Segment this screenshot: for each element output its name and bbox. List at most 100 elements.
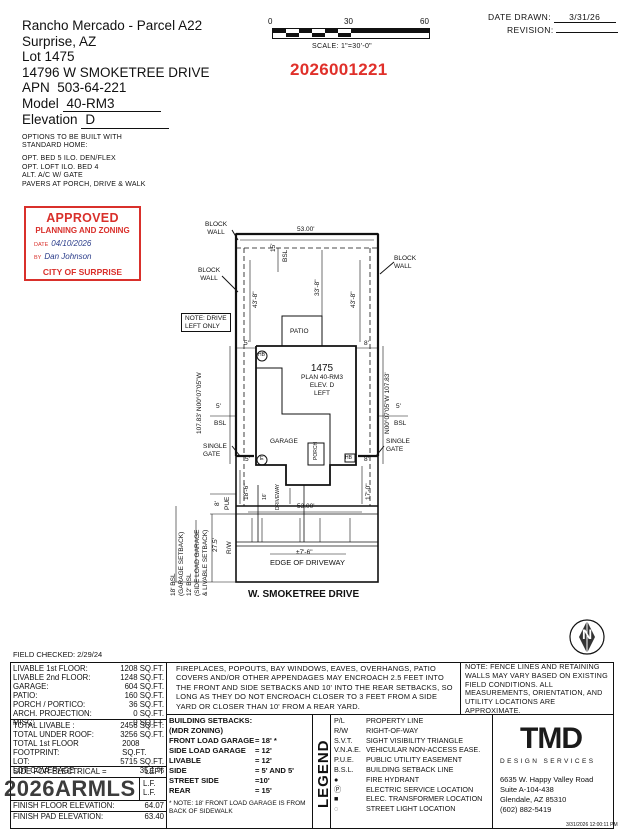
transformer-icon: ■ <box>334 794 339 804</box>
watermark: 2026ARMLS <box>4 776 136 801</box>
legend-item: ◌STREET LIGHT LOCATION <box>334 804 456 814</box>
dim-33-8: 33'-8" <box>314 279 321 296</box>
total-row: LOT:5715 SQ.FT. <box>13 757 164 766</box>
dim-18-6: 18'-6" <box>243 483 250 500</box>
side-5-left-bot: 5' <box>245 456 250 463</box>
edge-driveway: EDGE OF DRIVEWAY <box>270 558 346 567</box>
side-8-right-bot: 8' <box>364 456 369 463</box>
bsl-right: BSL <box>394 420 407 427</box>
total-row: TOTAL 1st FLOOR FOOTPRINT:2008 SQ.FT. <box>13 739 147 757</box>
setbacks-block: BUILDING SETBACKS: (MDR ZONING) FRONT LO… <box>169 716 309 816</box>
north-arrow-icon <box>569 619 605 655</box>
partial-rows: L.F. L.F. <box>143 779 156 797</box>
project-header: Rancho Mercado - Parcel A22 Surprise, AZ… <box>22 18 210 189</box>
setback-row: STREET SIDE=10' <box>169 776 270 785</box>
driveway-label: DRIVEWAY <box>275 483 281 510</box>
porch-label: PORCH <box>313 441 319 460</box>
setback-row: SIDE LOAD GARAGE= 12' <box>169 746 272 755</box>
project-name: Rancho Mercado - Parcel A22 <box>22 18 203 33</box>
area-row: PATIO:160 SQ.FT. <box>13 691 164 700</box>
right-bearing: N00°07'05"W 107.83' <box>384 372 391 434</box>
company-address: 6635 W. Happy Valley Road Suite A-104-43… <box>500 775 594 814</box>
bsl-18-label: 18' BSL(GARAGE SETBACK) <box>170 531 185 596</box>
street-name: W. SMOKETREE DRIVE <box>248 589 360 600</box>
totals-table: TOTAL LIVABLE :2456 SQ.FT. TOTAL UNDER R… <box>13 721 164 775</box>
garage-label: GARAGE <box>270 438 298 445</box>
dim-top: 53.00' <box>297 226 315 233</box>
setback-row: FRONT LOAD GARAGE= 18' * <box>169 736 277 745</box>
bsl-left: BSL <box>214 420 227 427</box>
dim-16: 16' <box>262 493 268 500</box>
elevation-row: Elevation D <box>22 112 210 129</box>
area-row: MISC:0 SQ.FT. <box>13 718 164 727</box>
ac-unit <box>344 453 356 463</box>
dim-43-8-left: 43'-8" <box>252 291 259 308</box>
north-label: N <box>582 626 593 642</box>
rear-15: 15' <box>270 243 277 252</box>
porch-outline <box>307 442 325 466</box>
date-block: DATE DRAWN: 3/31/26 REVISION: <box>488 12 619 35</box>
side-5-right: 5' <box>396 403 401 410</box>
finish-pad-row: FINISH PAD ELEVATION:63.40 <box>13 812 164 821</box>
field-checked: FIELD CHECKED: 2/29/24 <box>13 650 103 659</box>
area-row: LIVABLE 1st FLOOR:1208 SQ.FT. <box>13 664 164 673</box>
dim-bottom: 53.00' <box>297 503 315 510</box>
rw-label: R/W <box>226 541 233 554</box>
house-label: 1475 PLAN 40-RM3 ELEV. D LEFT <box>301 363 343 398</box>
area-row: GARAGE:604 SQ.FT. <box>13 682 164 691</box>
fire-hydrant-icon: ● <box>334 774 339 784</box>
patio-outline <box>281 315 323 346</box>
legend-title: LEGEND <box>315 739 332 808</box>
legend-item: V.N.A.E.VEHICULAR NON-ACCESS EASE. <box>334 745 481 755</box>
ac-label: HB <box>345 455 352 461</box>
total-row: LOT COVERAGE :35.1 % <box>13 766 164 775</box>
area-row: LIVABLE 2nd FLOOR:1248 SQ.FT. <box>13 673 164 682</box>
total-row: TOTAL LIVABLE :2456 SQ.FT. <box>13 721 164 730</box>
bsl-12-label: 12' BSL(SIDE LOAD GARAGE& LIVABLE SETBAC… <box>186 529 209 596</box>
electric-row: SIDE FOR ELECTRICAL =LEFT <box>13 767 164 776</box>
legend-item: P.U.E.PUBLIC UTILITY EASEMENT <box>334 755 463 765</box>
house-outline <box>255 345 357 486</box>
print-timestamp: 3/31/2026 12:00:11 PM <box>566 822 618 828</box>
pue-label: PUE <box>224 496 231 510</box>
apn-row: APN 503-64-221 <box>22 80 127 95</box>
dim-17-0: 17'-0" <box>365 483 372 500</box>
hb-label: HB <box>258 352 265 358</box>
e-label: E <box>260 456 264 462</box>
legend-item: ■ELEC. TRANSFORMER LOCATION <box>334 794 483 804</box>
electric-service-icon: Ⓟ <box>334 784 342 794</box>
total-row: TOTAL UNDER ROOF:3256 SQ.FT. <box>13 730 164 739</box>
fence-note: NOTE: FENCE LINES AND RETAINING WALLS MA… <box>465 662 608 715</box>
rw-27-5: 27.5' <box>212 538 219 552</box>
setback-row: REAR= 15' <box>169 786 272 795</box>
left-bearing: 107.83' N00°07'05"W <box>196 372 203 434</box>
pue-8: 8' <box>214 501 221 506</box>
scale-bar <box>272 28 430 39</box>
permit-number: 2026001221 <box>290 60 388 79</box>
lot-number: Lot 1475 <box>22 49 75 64</box>
dim-7-6: ±7'-6" <box>296 549 313 556</box>
fireplace-note: FIREPLACES, POPOUTS, BAY WINDOWS, EAVES,… <box>176 664 453 711</box>
finish-floor-row: FINISH FLOOR ELEVATION:64.07 <box>13 801 164 810</box>
setback-row: LIVABLE= 12' <box>169 756 272 765</box>
side-8-right-top: 8' <box>364 340 369 347</box>
side-5-left: 5' <box>216 403 221 410</box>
scale-text: SCALE: 1"=30'-0" <box>312 43 372 50</box>
dim-43-8-right: 43'-8" <box>350 291 357 308</box>
area-table: LIVABLE 1st FLOOR:1208 SQ.FT. LIVABLE 2n… <box>13 664 164 727</box>
company-logo: TMD <box>520 722 583 755</box>
company-sub: DESIGN SERVICES <box>500 758 596 765</box>
street-light-icon: ◌ <box>334 804 339 814</box>
setback-row: SIDE= 5' AND 5' <box>169 766 294 775</box>
